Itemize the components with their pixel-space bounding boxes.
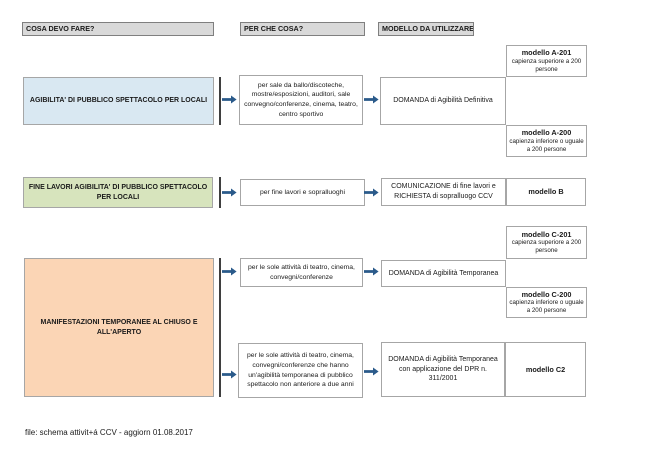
box-modello-b: modello B xyxy=(506,178,586,206)
box-modello-c2: modello C2 xyxy=(505,342,586,397)
box-domanda-temporanea: DOMANDA di Agibilità Temporanea xyxy=(381,260,506,287)
modello-a200-note: capienza inferiore o uguale a 200 person… xyxy=(509,137,584,153)
arrow-right-icon xyxy=(364,188,379,197)
box-per-sale-text: per sale da ballo/discoteche, mostre/esp… xyxy=(244,81,358,118)
box-comunicazione-fine-lavori: COMUNICAZIONE di fine lavori e RICHIESTA… xyxy=(381,178,506,206)
modello-c2-title: modello C2 xyxy=(525,364,566,374)
arrow-right-icon xyxy=(364,95,379,104)
branch-connector-line xyxy=(219,177,221,208)
box-per-fine-lavori: per fine lavori e sopralluoghi xyxy=(240,179,365,206)
header-modello-da-utilizzare: MODELLO DA UTILIZZARE xyxy=(378,22,474,36)
header-per-che-cosa: PER CHE COSA? xyxy=(240,22,365,36)
box-per-sale: per sale da ballo/discoteche, mostre/esp… xyxy=(239,75,363,125)
modello-c200-title: modello C-200 xyxy=(521,289,572,299)
box-domanda-definitiva-text: DOMANDA di Agibilità Definitiva xyxy=(393,97,493,105)
file-info-text: file: schema attivit+á CCV - aggiorn 01.… xyxy=(25,428,193,437)
modello-a201-title: modello A-201 xyxy=(521,48,572,58)
header-cosa-devo-fare: COSA DEVO FARE? xyxy=(22,22,214,36)
box-agibilita-locali-label: AGIBILITA' DI PUBBLICO SPETTACOLO PER LO… xyxy=(29,97,208,105)
box-sole-attivita-text: per le sole attività di teatro, cinema, … xyxy=(248,263,355,281)
box-sole-attivita-dpr-text: per le sole attività di teatro, cinema, … xyxy=(247,352,354,389)
box-domanda-temporanea-dpr-text: DOMANDA di Agibilità Temporanea con appl… xyxy=(388,355,498,383)
box-modello-a200: modello A-200 capienza inferiore o ugual… xyxy=(506,125,587,157)
modello-b-title: modello B xyxy=(528,187,564,197)
arrow-right-icon xyxy=(222,267,237,276)
box-domanda-definitiva: DOMANDA di Agibilità Definitiva xyxy=(380,77,506,125)
branch-connector-line xyxy=(219,258,221,397)
arrow-right-icon xyxy=(364,267,379,276)
arrow-right-icon xyxy=(364,367,379,376)
box-sole-attivita: per le sole attività di teatro, cinema, … xyxy=(240,258,363,287)
box-agibilita-locali: AGIBILITA' DI PUBBLICO SPETTACOLO PER LO… xyxy=(23,77,214,125)
arrow-right-icon xyxy=(222,370,237,379)
arrow-right-icon xyxy=(222,188,237,197)
arrow-right-icon xyxy=(222,95,237,104)
modello-a201-note: capienza superiore a 200 persone xyxy=(511,57,582,73)
box-modello-c200: modello C-200 capienza inferiore o ugual… xyxy=(506,287,587,318)
box-domanda-temporanea-text: DOMANDA di Agibilità Temporanea xyxy=(388,269,499,277)
modello-c200-note: capienza inferiore o uguale a 200 person… xyxy=(509,299,584,315)
box-sole-attivita-dpr: per le sole attività di teatro, cinema, … xyxy=(238,343,363,398)
box-modello-c201: modello C-201 capienza superiore a 200 p… xyxy=(506,226,587,259)
box-modello-a201: modello A-201 capienza superiore a 200 p… xyxy=(506,45,587,77)
box-manifestazioni-temporanee: MANIFESTAZIONI TEMPORANEE AL CHIUSO E AL… xyxy=(24,258,214,397)
box-fine-lavori-label-line2: PER LOCALI xyxy=(96,193,140,201)
box-comunicazione-fine-lavori-text: COMUNICAZIONE di fine lavori e RICHIESTA… xyxy=(391,183,496,200)
box-domanda-temporanea-dpr: DOMANDA di Agibilità Temporanea con appl… xyxy=(381,342,505,397)
modello-a200-title: modello A-200 xyxy=(521,128,572,138)
box-fine-lavori-label-line1: FINE LAVORI AGIBILITA' DI PUBBLICO SPETT… xyxy=(28,184,208,192)
modello-c201-note: capienza superiore a 200 persone xyxy=(511,239,582,255)
box-per-fine-lavori-text: per fine lavori e sopralluoghi xyxy=(259,188,345,196)
box-manifestazioni-label-line1: MANIFESTAZIONI TEMPORANEE AL CHIUSO E xyxy=(40,319,198,327)
box-fine-lavori: FINE LAVORI AGIBILITA' DI PUBBLICO SPETT… xyxy=(23,177,213,208)
branch-connector-line xyxy=(219,77,221,125)
box-manifestazioni-label-line2: ALL'APERTO xyxy=(96,328,142,336)
modello-c201-title: modello C-201 xyxy=(521,229,572,239)
